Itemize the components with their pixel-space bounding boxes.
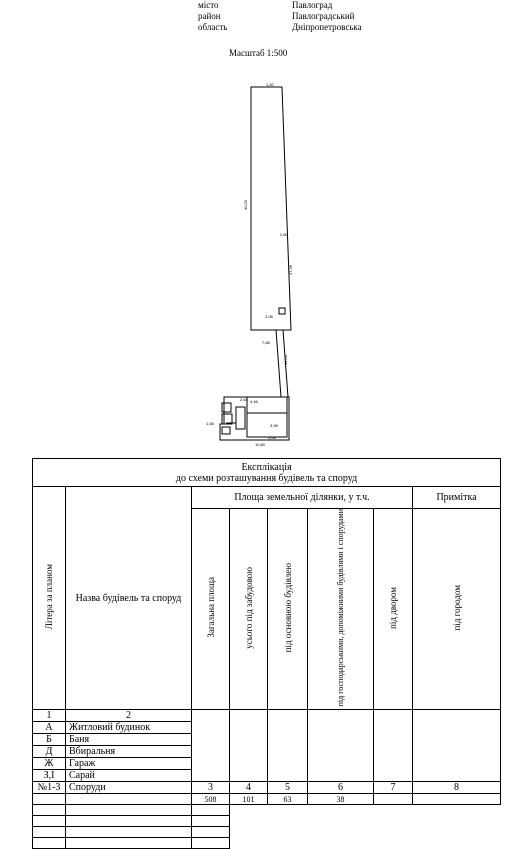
subhead-garden: під городом — [411, 507, 502, 711]
label-region: область — [198, 22, 228, 32]
label-district: район — [198, 11, 221, 21]
dim-b5: 10,80 — [255, 442, 266, 447]
area-total-cell — [191, 709, 230, 783]
colnum: 3 — [191, 781, 230, 795]
area-built-cell — [229, 709, 268, 783]
value-region: Дніпропетровська — [292, 22, 362, 32]
location-values: Павлоград Павлоградський Дніпропетровськ… — [292, 0, 362, 33]
row-letter: З,І — [32, 769, 66, 783]
header-name: Назва будівель та споруд — [65, 485, 192, 711]
subhead-yard: під двором — [373, 507, 413, 711]
plot-passage-left — [275, 329, 282, 398]
row-name: Гараж — [65, 757, 192, 771]
value-district: Павлоградський — [292, 11, 355, 21]
subhead-aux: під господарськими, допоміжними будівлям… — [307, 507, 374, 711]
header-area: Площа земельної ділянки, у т.ч. — [191, 486, 413, 509]
building-small-1 — [221, 402, 232, 413]
row-letter: А — [32, 721, 66, 735]
row-letter: Д — [32, 745, 66, 759]
header-letter: Літера за планом — [32, 485, 66, 711]
row-name: Житловий будинок — [65, 721, 192, 735]
dim-mid: 2,08 — [265, 314, 274, 319]
colnum: 1 — [32, 709, 66, 723]
dim-b4: 5,68 — [268, 435, 277, 440]
building-small-4 — [221, 426, 231, 435]
dim-b2: 3,98 — [270, 423, 279, 428]
row-name: Баня — [65, 733, 192, 747]
area-yard-cell — [373, 709, 413, 783]
building-small-5 — [278, 307, 286, 315]
colnum: 8 — [411, 781, 502, 795]
colnum: 4 — [229, 781, 268, 795]
plot-main — [250, 86, 292, 331]
subhead-built: усього під забудовою — [229, 507, 268, 711]
building-small-2 — [221, 413, 233, 425]
area-main-cell — [267, 709, 308, 783]
value-total: 508 — [191, 793, 230, 806]
dim-right: 17,36 — [288, 264, 293, 275]
header-note: Примітка — [411, 486, 502, 509]
subhead-main: під основною будівлею — [267, 507, 308, 711]
explication-table: Експлікація до схеми розташування будіве… — [31, 458, 502, 849]
colnum: 2 — [65, 709, 192, 723]
building-a — [246, 396, 288, 438]
row-name: Споруди — [65, 781, 192, 795]
dim-small-a: 2,80 — [280, 232, 289, 237]
subhead-total: Загальна площа — [191, 507, 230, 711]
row-letter: Б — [32, 733, 66, 747]
dim-bottom: 7,88 — [262, 340, 271, 345]
dim-b3: 1,58 — [206, 421, 215, 426]
dim-lower-top: 2,64 — [240, 397, 249, 402]
value-main: 63 — [267, 793, 308, 806]
site-plan: 1,40 2,08 2,80 7,88 2,64 4,46 3,98 1,58 … — [206, 82, 293, 447]
value-city: Павлоград — [292, 0, 333, 10]
colnum: 6 — [307, 781, 374, 795]
value-built: 101 — [229, 793, 268, 806]
label-city: місто — [198, 0, 219, 10]
dim-b1: 4,46 — [250, 399, 259, 404]
row-name: Вбиральня — [65, 745, 192, 759]
value-aux: 38 — [307, 793, 374, 806]
colnum: 5 — [267, 781, 308, 795]
area-garden-cell — [411, 709, 502, 783]
explication-title: Експлікація до схеми розташування будіве… — [31, 458, 502, 487]
dim-passage: 14,60 — [283, 354, 288, 365]
dim-top: 1,40 — [266, 82, 275, 87]
building-small-3 — [235, 406, 246, 430]
value-garden — [411, 793, 502, 806]
row-letter: №1-3 — [32, 781, 66, 795]
dim-long: 40,29 — [243, 199, 248, 210]
colnum: 7 — [373, 781, 413, 795]
location-labels: місто район область — [198, 0, 227, 33]
plot-passage — [282, 329, 289, 398]
scale-label: Масштаб 1:500 — [229, 48, 288, 58]
row-name: Сарай — [65, 769, 192, 783]
area-aux-cell — [307, 709, 374, 783]
row-letter: Ж — [32, 757, 66, 771]
value-yard — [373, 793, 413, 806]
